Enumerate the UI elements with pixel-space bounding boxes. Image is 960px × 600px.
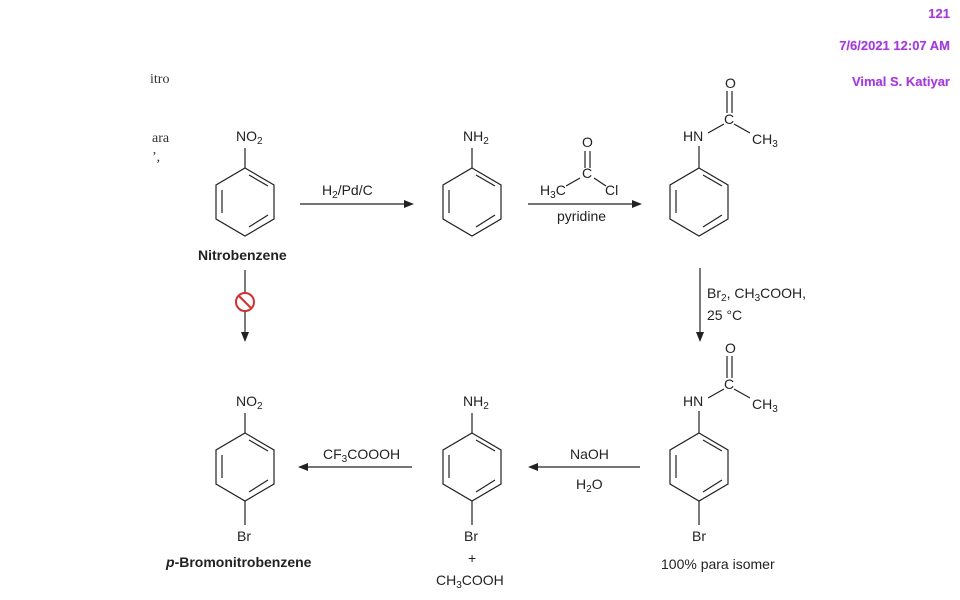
p-bromoacetanilide-o: O (725, 340, 736, 356)
aniline-ring (442, 148, 502, 237)
acetanilide-ch3: CH3 (752, 131, 778, 150)
aniline-group: NH2 (463, 128, 489, 147)
arrow-step2 (528, 200, 642, 208)
p-bromonitrobenzene-br: Br (237, 528, 251, 544)
acetanilide-ring (669, 91, 751, 237)
reagent-step4-above: NaOH (570, 446, 609, 462)
arrow-step1 (300, 200, 414, 208)
p-bromonitrobenzene-name: p-Bromonitrobenzene (166, 554, 312, 570)
p-bromoacetanilide-ring (669, 356, 751, 525)
nitrobenzene-group: NO2 (236, 128, 263, 147)
acetic-acid-byproduct: CH3COOH (436, 572, 504, 591)
arrow-step5 (298, 463, 412, 471)
acetanilide-hn: HN (683, 128, 704, 144)
acetyl-chloride-cl: Cl (605, 182, 619, 198)
nitrobenzene-name: Nitrobenzene (198, 247, 287, 263)
arrow-step3 (696, 268, 704, 342)
nitrobenzene-ring (215, 148, 275, 237)
prohibited-icon (235, 292, 255, 312)
author-name: Vimal S. Katiyar (851, 74, 950, 89)
datetime-stamp: 7/6/2021 12:07 AM (839, 38, 950, 53)
acetyl-chloride-o: O (582, 134, 593, 150)
para-isomer-caption: 100% para isomer (661, 556, 775, 572)
arrow-step4 (528, 463, 640, 471)
reagent-step3: Br2, CH3COOH, 25 °C (707, 285, 807, 323)
plus-sign: + (468, 550, 477, 566)
acetyl-chloride-bonds (565, 151, 607, 187)
p-bromoaniline-group: NH2 (463, 393, 489, 412)
p-bromonitrobenzene-ring (215, 413, 275, 525)
acetyl-chloride-h3c: H3C (540, 182, 566, 201)
p-bromonitrobenzene-group: NO2 (236, 393, 263, 412)
p-bromoaniline-br: Br (464, 528, 478, 544)
p-bromoacetanilide-ch3: CH3 (752, 396, 778, 415)
p-bromoacetanilide-br: Br (692, 528, 706, 544)
p-bromoacetanilide-hn: HN (683, 393, 704, 409)
reagent-step1: H2/Pd/C (322, 182, 373, 201)
p-bromoaniline-ring (442, 413, 502, 525)
reagent-step5: CF3COOOH (323, 446, 401, 465)
page-number: 121 (928, 6, 950, 21)
acetanilide-c: C (724, 111, 735, 127)
reagent-step2: pyridine (557, 208, 607, 224)
margin-fragment-2: ara (152, 131, 170, 146)
p-bromoacetanilide-c: C (724, 376, 735, 392)
acetyl-chloride-c: C (582, 165, 593, 181)
margin-fragment-1: itro (150, 72, 170, 87)
reagent-step4-below: H2O (576, 476, 603, 495)
acetanilide-o: O (725, 75, 736, 91)
margin-fragment-3: ’, (152, 150, 161, 165)
